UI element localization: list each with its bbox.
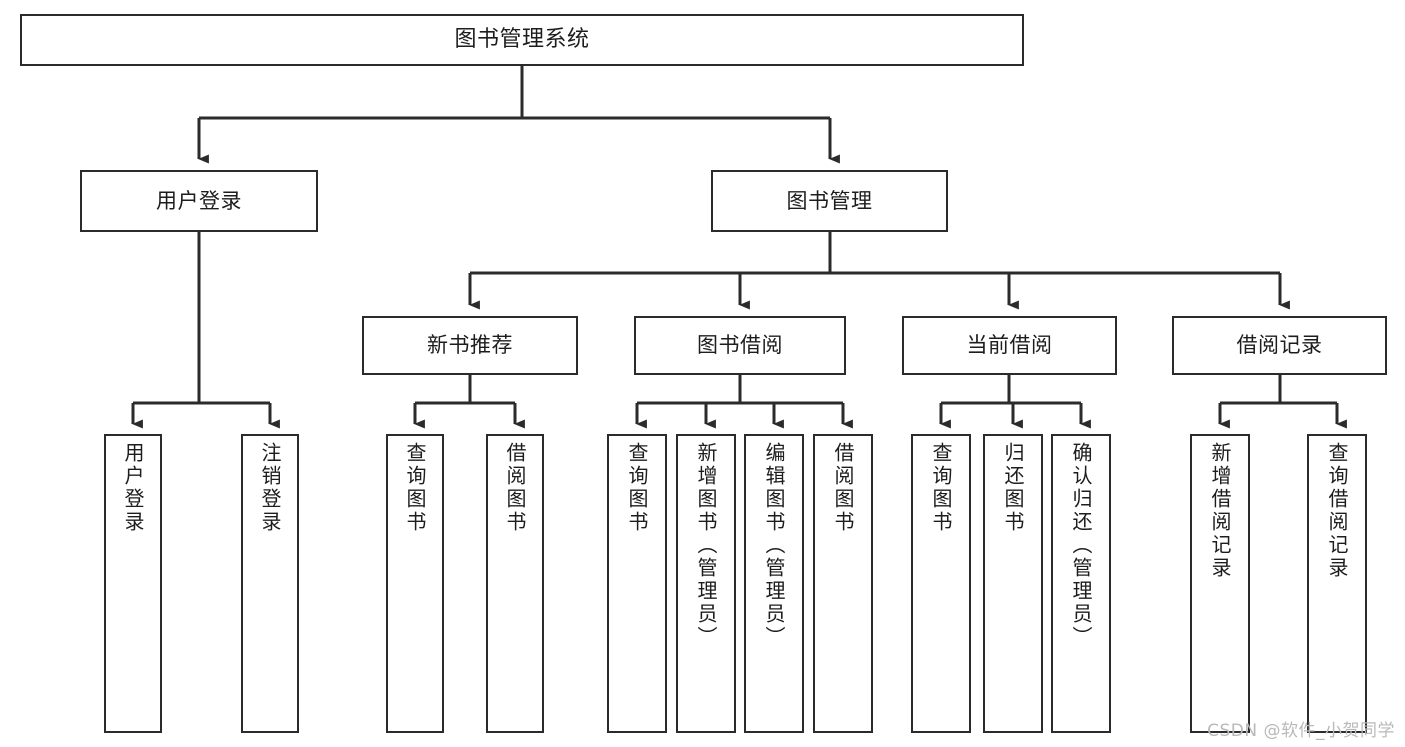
watermark-text: CSDN @软件_小贺同学 bbox=[1207, 721, 1395, 741]
node-leaf-add-borrow-record[interactable]: 新增借阅记录 bbox=[1190, 434, 1250, 733]
node-leaf-borrow-book-rec[interactable]: 借阅图书 bbox=[486, 434, 544, 733]
node-label: 注销登录 bbox=[258, 442, 282, 534]
node-leaf-add-book-admin[interactable]: 新增图书（管理员） bbox=[676, 434, 736, 733]
node-label: 查询借阅记录 bbox=[1325, 442, 1349, 580]
node-borrow-record[interactable]: 借阅记录 bbox=[1172, 316, 1387, 375]
node-current-borrow[interactable]: 当前借阅 bbox=[902, 316, 1117, 375]
node-leaf-query-book-rec[interactable]: 查询图书 bbox=[386, 434, 444, 733]
node-leaf-edit-book-admin[interactable]: 编辑图书（管理员） bbox=[744, 434, 804, 733]
node-book-management[interactable]: 图书管理 bbox=[711, 170, 948, 232]
node-label: 用户登录 bbox=[121, 442, 145, 534]
node-label: 图书借阅 bbox=[697, 333, 783, 358]
node-label: 编辑图书（管理员） bbox=[762, 442, 786, 649]
node-book-borrow[interactable]: 图书借阅 bbox=[634, 316, 846, 375]
node-label: 新增借阅记录 bbox=[1208, 442, 1232, 580]
node-label: 查询图书 bbox=[625, 442, 649, 534]
node-root-system[interactable]: 图书管理系统 bbox=[20, 14, 1024, 66]
node-leaf-borrow-book[interactable]: 借阅图书 bbox=[813, 434, 873, 733]
node-leaf-query-book-borrow[interactable]: 查询图书 bbox=[607, 434, 667, 733]
node-label: 确认归还（管理员） bbox=[1069, 442, 1093, 649]
node-user-login[interactable]: 用户登录 bbox=[80, 170, 318, 232]
node-label: 图书管理系统 bbox=[454, 27, 590, 53]
node-label: 图书管理 bbox=[786, 188, 873, 213]
node-new-book-recommend[interactable]: 新书推荐 bbox=[362, 316, 578, 375]
node-leaf-query-borrow-record[interactable]: 查询借阅记录 bbox=[1307, 434, 1367, 733]
node-label: 查询图书 bbox=[929, 442, 953, 534]
node-label: 用户登录 bbox=[156, 188, 242, 213]
node-label: 借阅图书 bbox=[503, 442, 527, 534]
node-label: 归还图书 bbox=[1001, 442, 1025, 534]
node-label: 查询图书 bbox=[403, 442, 427, 534]
node-leaf-query-book-current[interactable]: 查询图书 bbox=[911, 434, 971, 733]
node-leaf-user-login[interactable]: 用户登录 bbox=[104, 434, 162, 733]
node-label: 当前借阅 bbox=[966, 333, 1053, 358]
node-leaf-confirm-return-admin[interactable]: 确认归还（管理员） bbox=[1051, 434, 1111, 733]
node-label: 新增图书（管理员） bbox=[694, 442, 718, 649]
node-label: 新书推荐 bbox=[427, 333, 513, 358]
node-leaf-return-book[interactable]: 归还图书 bbox=[983, 434, 1043, 733]
node-label: 借阅图书 bbox=[831, 442, 855, 534]
node-leaf-logout[interactable]: 注销登录 bbox=[241, 434, 299, 733]
node-label: 借阅记录 bbox=[1236, 333, 1323, 358]
